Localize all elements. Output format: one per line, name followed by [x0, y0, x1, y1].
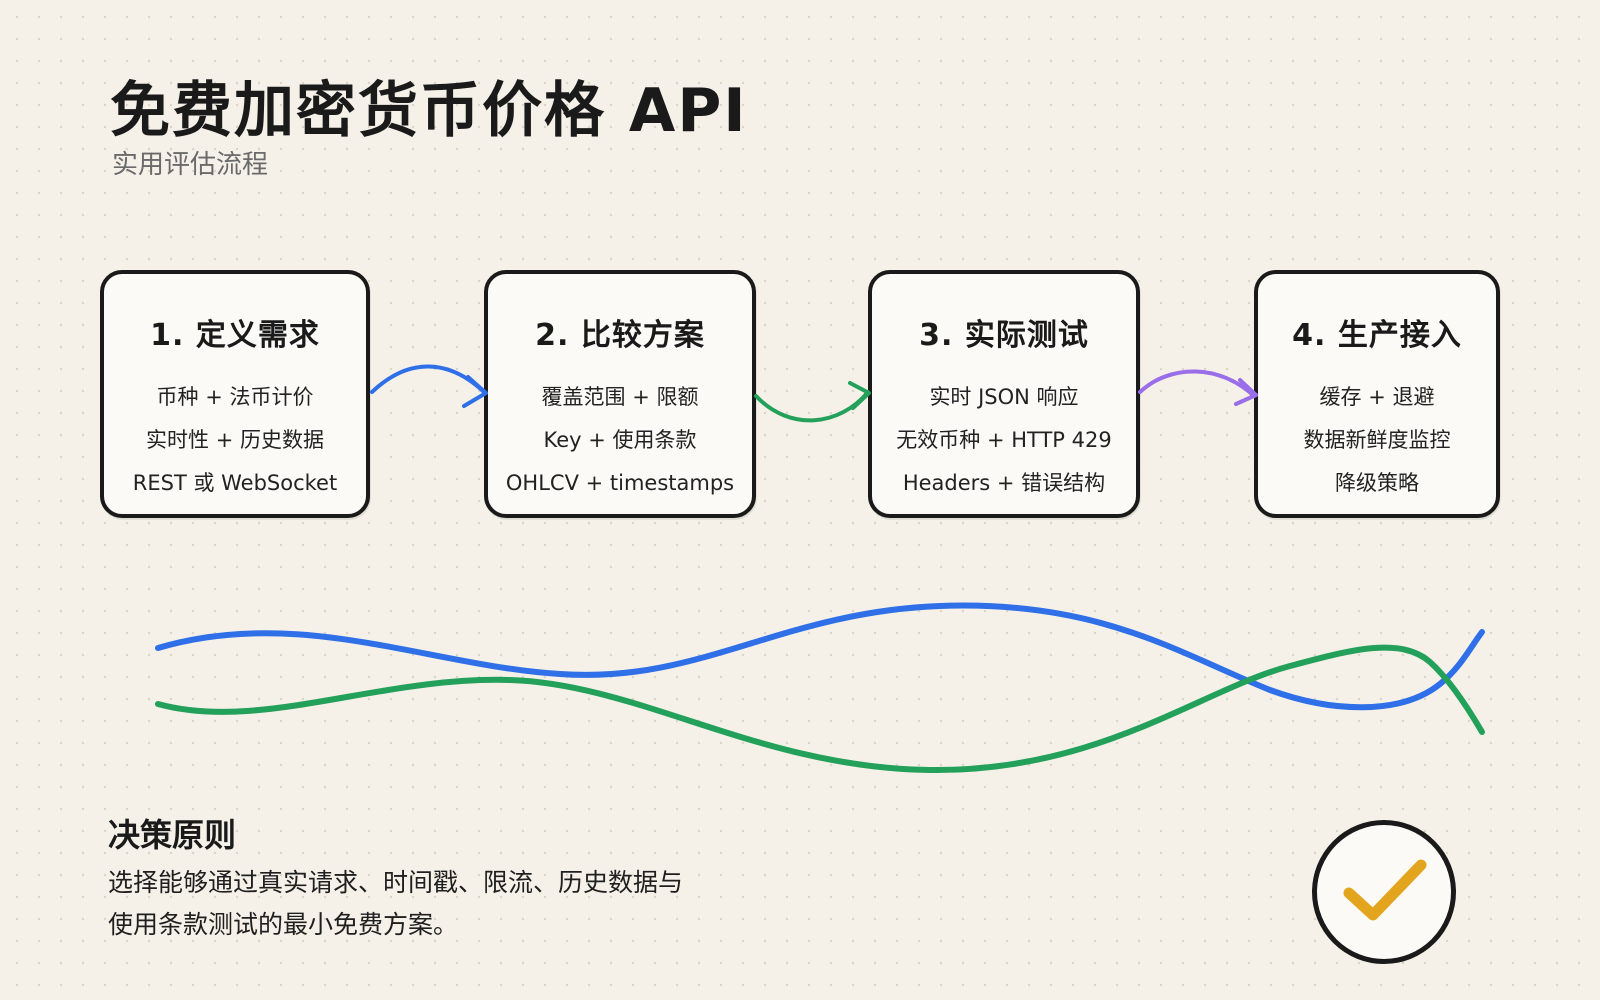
step-title: 3. 实际测试	[919, 318, 1089, 353]
principle-text-line: 选择能够通过真实请求、时间戳、限流、历史数据与	[108, 868, 684, 897]
connector-arrowhead-2-3	[848, 381, 871, 410]
step-detail: 币种 + 法币计价	[156, 385, 314, 409]
connector-arrowhead-3-4	[1234, 378, 1258, 406]
step-card-test: 3. 实际测试 实时 JSON 响应 无效币种 + HTTP 429 Heade…	[868, 270, 1140, 518]
step-detail: 缓存 + 退避	[1319, 385, 1435, 409]
step-detail: 实时性 + 历史数据	[146, 428, 324, 452]
principle-text-line: 使用条款测试的最小免费方案。	[108, 910, 459, 939]
wave-line-blue	[155, 602, 1485, 711]
connector-arrow-3-4	[1138, 369, 1256, 398]
principle-heading: 决策原则	[108, 816, 237, 854]
step-card-compare: 2. 比较方案 覆盖范围 + 限额 Key + 使用条款 OHLCV + tim…	[484, 270, 756, 518]
checkmark-stroke	[1343, 859, 1427, 921]
connector-arrowhead-1-2	[462, 375, 488, 408]
step-card-define: 1. 定义需求 币种 + 法币计价 实时性 + 历史数据 REST 或 WebS…	[100, 270, 370, 518]
step-card-production: 4. 生产接入 缓存 + 退避 数据新鲜度监控 降级策略	[1254, 270, 1500, 518]
page-title: 免费加密货币价格 API	[110, 76, 748, 146]
principle-text: 选择能够通过真实请求、时间戳、限流、历史数据与 使用条款测试的最小免费方案。	[108, 862, 808, 946]
step-detail: 数据新鲜度监控	[1303, 428, 1451, 452]
step-detail: Headers + 错误结构	[902, 471, 1106, 495]
step-detail: Key + 使用条款	[543, 428, 697, 452]
checkmark-badge	[1312, 820, 1456, 964]
step-detail: OHLCV + timestamps	[505, 471, 735, 495]
page-subtitle: 实用评估流程	[112, 150, 269, 180]
wave-line-green	[155, 644, 1485, 774]
step-detail: 降级策略	[1335, 471, 1419, 495]
step-detail: 实时 JSON 响应	[929, 385, 1079, 409]
step-detail: 无效币种 + HTTP 429	[896, 428, 1112, 452]
step-title: 1. 定义需求	[150, 318, 320, 353]
step-detail: 覆盖范围 + 限额	[541, 385, 699, 409]
step-title: 2. 比较方案	[535, 318, 705, 353]
checkmark-icon	[1343, 859, 1427, 921]
step-title: 4. 生产接入	[1292, 318, 1462, 353]
step-detail: REST 或 WebSocket	[132, 471, 338, 495]
